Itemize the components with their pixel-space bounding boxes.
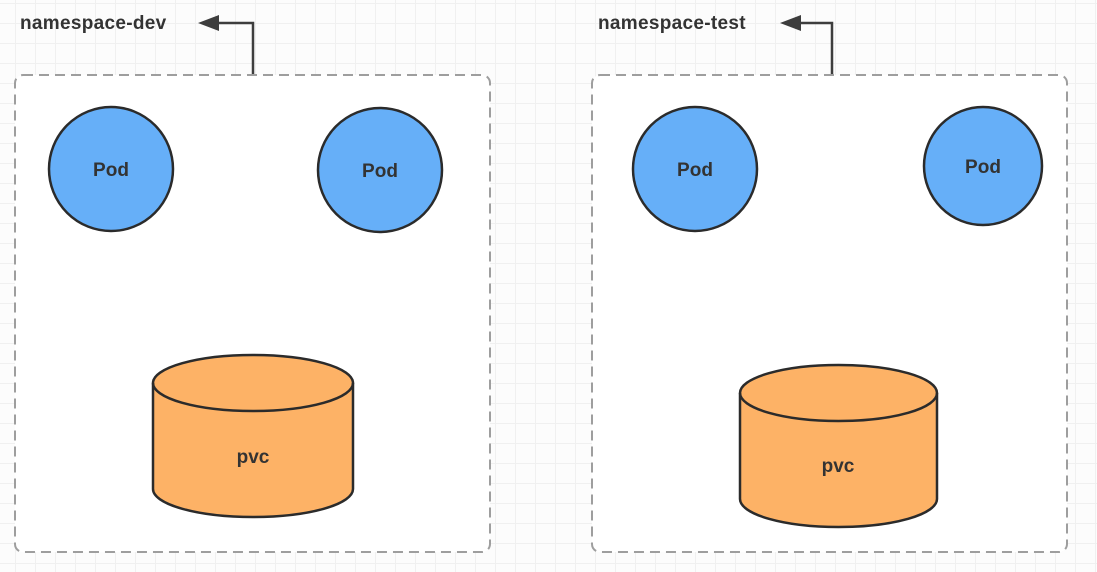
pod-label: Pod	[362, 161, 398, 182]
namespace-test-arrow-connector[interactable]	[801, 21, 834, 74]
pod-circle[interactable]	[316, 106, 444, 234]
pod-shape[interactable]: Pod	[631, 105, 759, 233]
pod-label: Pod	[93, 160, 129, 181]
pod-shape[interactable]: Pod	[316, 106, 444, 234]
namespace-test-group: namespace-test Pod Pod pvc	[591, 13, 1068, 553]
pvc-cylinder-lip	[151, 382, 355, 413]
pod-circle[interactable]	[922, 105, 1044, 227]
pod-label: Pod	[677, 160, 713, 181]
namespace-dev-label[interactable]: namespace-dev	[20, 13, 167, 34]
pvc-cylinder[interactable]: pvc	[738, 363, 939, 529]
pvc-cylinder-body[interactable]	[738, 363, 939, 529]
pod-shape[interactable]: Pod	[922, 105, 1044, 227]
pvc-cylinder-body[interactable]	[151, 353, 355, 519]
pvc-cylinder[interactable]: pvc	[151, 353, 355, 519]
namespace-dev-arrowhead-icon	[198, 15, 219, 31]
pvc-label: pvc	[822, 456, 855, 477]
namespace-dev-arrow-connector[interactable]	[219, 21, 255, 74]
pod-circle[interactable]	[631, 105, 759, 233]
pod-shape[interactable]: Pod	[47, 105, 175, 233]
pvc-cylinder-lip	[738, 392, 939, 423]
namespace-test-label[interactable]: namespace-test	[598, 13, 746, 34]
namespace-dev-group: namespace-dev Pod Pod pvc	[14, 13, 491, 553]
pod-circle[interactable]	[47, 105, 175, 233]
pvc-label: pvc	[237, 447, 270, 468]
pod-label: Pod	[965, 157, 1001, 178]
namespace-test-arrowhead-icon	[780, 15, 801, 31]
